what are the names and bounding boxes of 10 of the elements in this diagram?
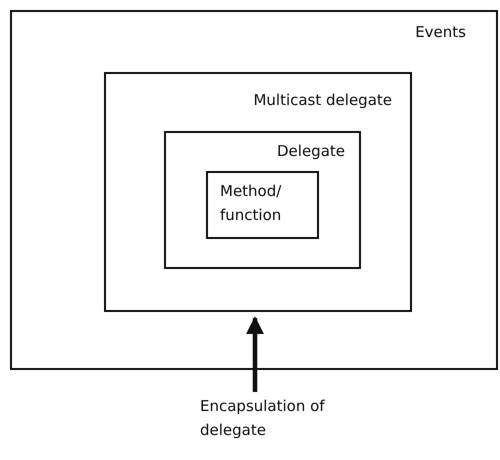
nested-box bbox=[164, 131, 361, 269]
arrow bbox=[246, 316, 264, 392]
nested-box bbox=[104, 72, 412, 312]
nested-box bbox=[10, 10, 498, 370]
box-heading: Multicast delegate bbox=[253, 90, 392, 111]
nested-box bbox=[206, 171, 319, 239]
box-heading: Method/ function bbox=[220, 181, 282, 226]
box-heading: Delegate bbox=[277, 141, 345, 162]
annotation-text: Encapsulation of delegate bbox=[200, 396, 326, 441]
box-heading: Events bbox=[415, 22, 466, 43]
